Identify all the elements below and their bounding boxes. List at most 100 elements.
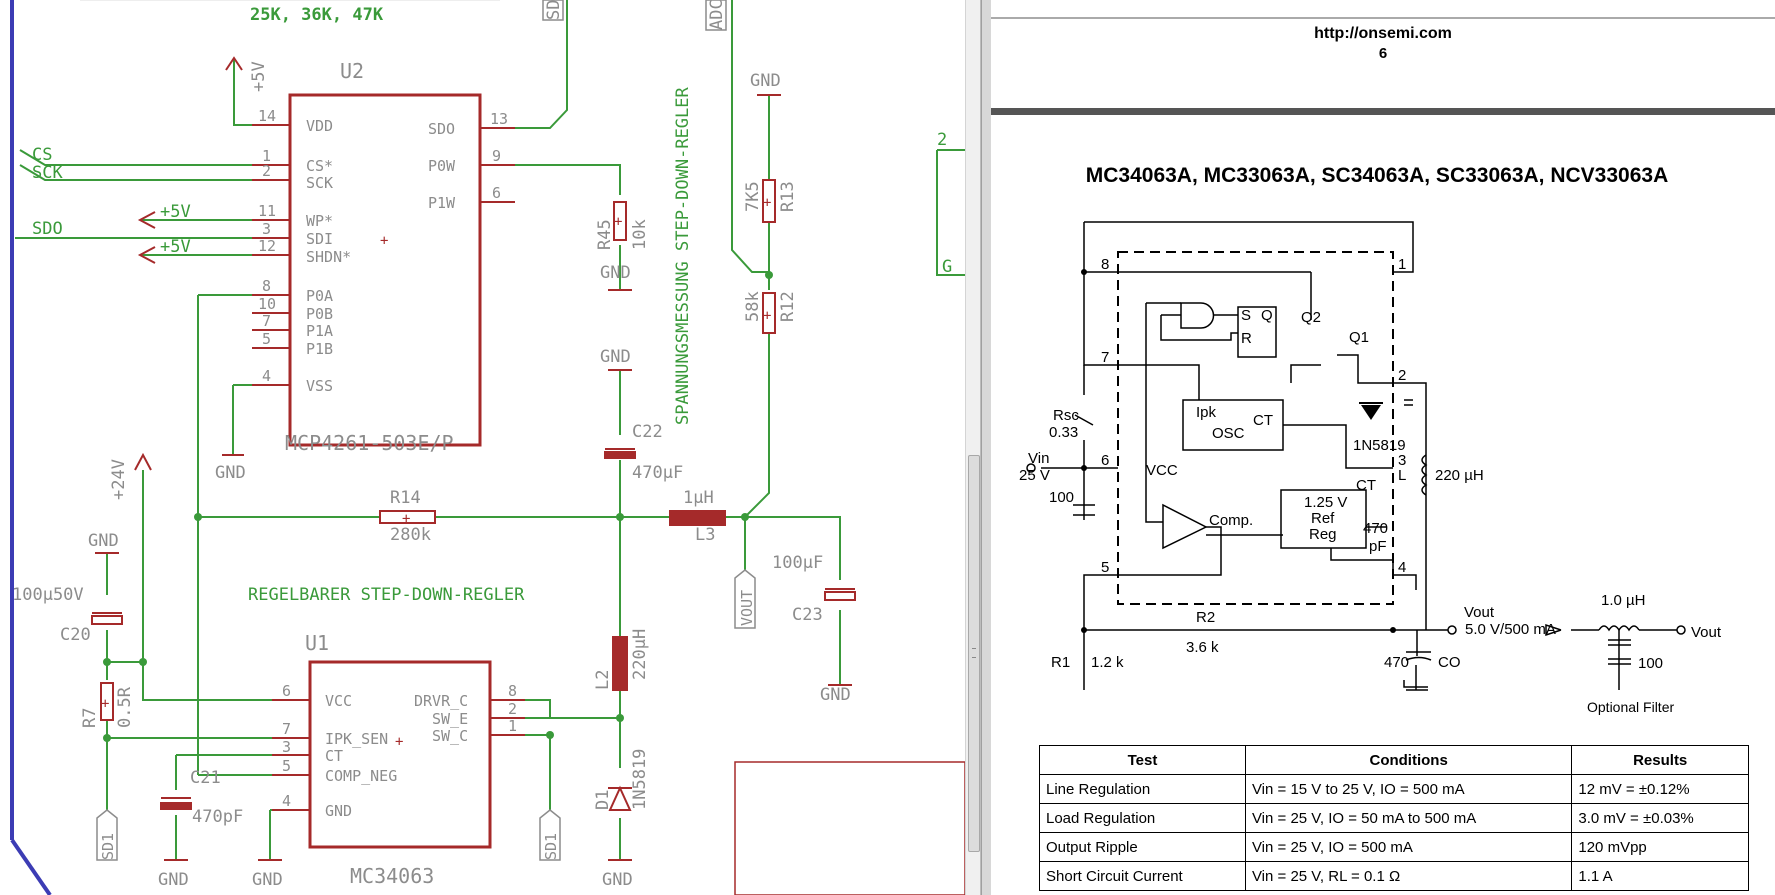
svg-text:+: + <box>763 195 771 211</box>
c21-value: 470pF <box>192 807 243 827</box>
d1-label: D1 <box>593 790 613 810</box>
frame-corner <box>10 838 52 895</box>
schematic-canvas[interactable]: 25K, 36K, 47K CS SCK SDO +5V +5V SPANNUN… <box>0 0 965 895</box>
resistor-values-note: 25K, 36K, 47K <box>250 5 384 25</box>
c23-value: 100µF <box>772 553 823 573</box>
svg-text:SDO: SDO <box>428 120 455 138</box>
net-sd-top: SD <box>544 0 564 20</box>
co-value: 470 <box>1384 654 1409 671</box>
svg-text:P1W: P1W <box>428 194 456 212</box>
table-row: Line Regulation Vin = 15 V to 25 V, IO =… <box>1039 774 1749 804</box>
u1-part: MC34063 <box>350 864 434 888</box>
co-label: CO <box>1438 654 1461 671</box>
svg-text:SCK: SCK <box>306 174 333 192</box>
svg-text:3: 3 <box>262 220 271 238</box>
c22-value: 470µF <box>632 463 683 483</box>
svg-text:2: 2 <box>262 162 271 180</box>
svg-text:VDD: VDD <box>306 117 333 135</box>
cin-value: 100 <box>1049 489 1074 506</box>
ipk-label: Ipk <box>1196 404 1217 421</box>
l3-value: 1µH <box>683 488 714 508</box>
r12-value: 58k <box>743 291 763 322</box>
scrollbar-thumb[interactable] <box>968 455 980 852</box>
osc-label: OSC <box>1212 425 1245 442</box>
gnd-2: GND <box>600 263 631 283</box>
sd1-flag-right: SD1 <box>542 833 560 860</box>
svg-text:5: 5 <box>1101 559 1109 576</box>
c20-label: C20 <box>60 625 91 645</box>
svg-text:6: 6 <box>282 682 291 700</box>
c21-label: C21 <box>190 768 221 788</box>
svg-text:8: 8 <box>262 277 271 295</box>
sr-s: S <box>1241 307 1251 324</box>
vin-label: Vin <box>1028 450 1049 467</box>
ct-value: 470 <box>1363 520 1388 537</box>
rsc-label: Rsc <box>1053 407 1079 424</box>
sr-q: Q <box>1261 307 1273 324</box>
svg-text:IPK_SEN: IPK_SEN <box>325 730 388 748</box>
section-measure-label: SPANNUNGSMESSUNG STEP-DOWN-REGLER <box>673 86 693 425</box>
u1-pins <box>272 699 525 811</box>
schematic-scrollbar[interactable] <box>965 0 981 895</box>
svg-text:SW_C: SW_C <box>432 727 468 745</box>
svg-text:7: 7 <box>262 312 271 330</box>
u2-part: MCP4261-503E/P <box>285 431 454 455</box>
diode-label: 1N5819 <box>1353 437 1406 454</box>
resistor-r12 <box>762 292 776 334</box>
ref-line3: Reg <box>1309 526 1337 543</box>
svg-text:+: + <box>402 511 410 527</box>
v24-label: +24V <box>109 459 129 500</box>
d1-value: 1N5819 <box>630 749 650 810</box>
l2-value: 220µH <box>630 629 650 680</box>
svg-text:+: + <box>380 233 388 249</box>
fragment-2: 2 <box>937 130 947 150</box>
vout-flag: VOUT <box>738 590 756 626</box>
net-5v-shdn: +5V <box>160 237 191 257</box>
schematic-drawing[interactable]: 25K, 36K, 47K CS SCK SDO +5V +5V SPANNUN… <box>0 0 965 895</box>
svg-text:8: 8 <box>508 682 517 700</box>
inductor-l2 <box>612 636 628 691</box>
r14-label: R14 <box>390 488 421 508</box>
q2-label: Q2 <box>1301 309 1321 326</box>
resistor-r13 <box>762 179 776 223</box>
svg-text:3: 3 <box>282 738 291 756</box>
vout-label: Vout <box>1464 604 1495 621</box>
svg-text:7: 7 <box>1101 349 1109 366</box>
inductor-label: L <box>1398 467 1406 484</box>
origin-crosses: +++ +++ + <box>101 195 771 750</box>
performance-table: Test Conditions Results Line Regulation … <box>1039 745 1749 891</box>
filter-vout: Vout <box>1691 624 1722 641</box>
vcc-label: VCC <box>1146 462 1178 479</box>
svg-text:VCC: VCC <box>325 692 352 710</box>
svg-text:P0W: P0W <box>428 157 456 175</box>
r7-label: R7 <box>80 708 100 728</box>
ct-label: CT <box>1356 477 1376 494</box>
svg-text:DRVR_C: DRVR_C <box>414 692 468 710</box>
comp-label: Comp. <box>1209 512 1253 529</box>
svg-text:11: 11 <box>258 202 276 220</box>
svg-text:5: 5 <box>262 330 271 348</box>
svg-text:12: 12 <box>258 237 276 255</box>
svg-text:VSS: VSS <box>306 377 333 395</box>
pdf-page[interactable]: http://onsemi.com 6 MC34063A, MC33063A, … <box>991 0 1775 895</box>
r2-label: R2 <box>1196 609 1215 626</box>
resistor-r7 <box>100 682 114 721</box>
window-divider[interactable] <box>981 0 992 895</box>
svg-text:P0A: P0A <box>306 287 333 305</box>
sr-r: R <box>1241 330 1252 347</box>
u2-pin-labels: VDD CS* SCK WP* SDI SHDN* P0A P0B P1A P1… <box>258 107 508 395</box>
net-adc-top: ADC <box>707 0 727 30</box>
r12-label: R12 <box>778 291 798 322</box>
c22-label: C22 <box>632 422 663 442</box>
components <box>91 179 856 811</box>
wires <box>15 0 965 860</box>
net-sdo: SDO <box>32 219 63 239</box>
ic-u2[interactable] <box>288 93 482 447</box>
net-sck: SCK <box>32 163 63 183</box>
inductor-l3 <box>669 510 726 526</box>
svg-text:7: 7 <box>282 720 291 738</box>
table-header-results: Results <box>1571 745 1749 775</box>
svg-text:14: 14 <box>258 107 276 125</box>
svg-text:5: 5 <box>282 757 291 775</box>
svg-text:P0B: P0B <box>306 305 333 323</box>
